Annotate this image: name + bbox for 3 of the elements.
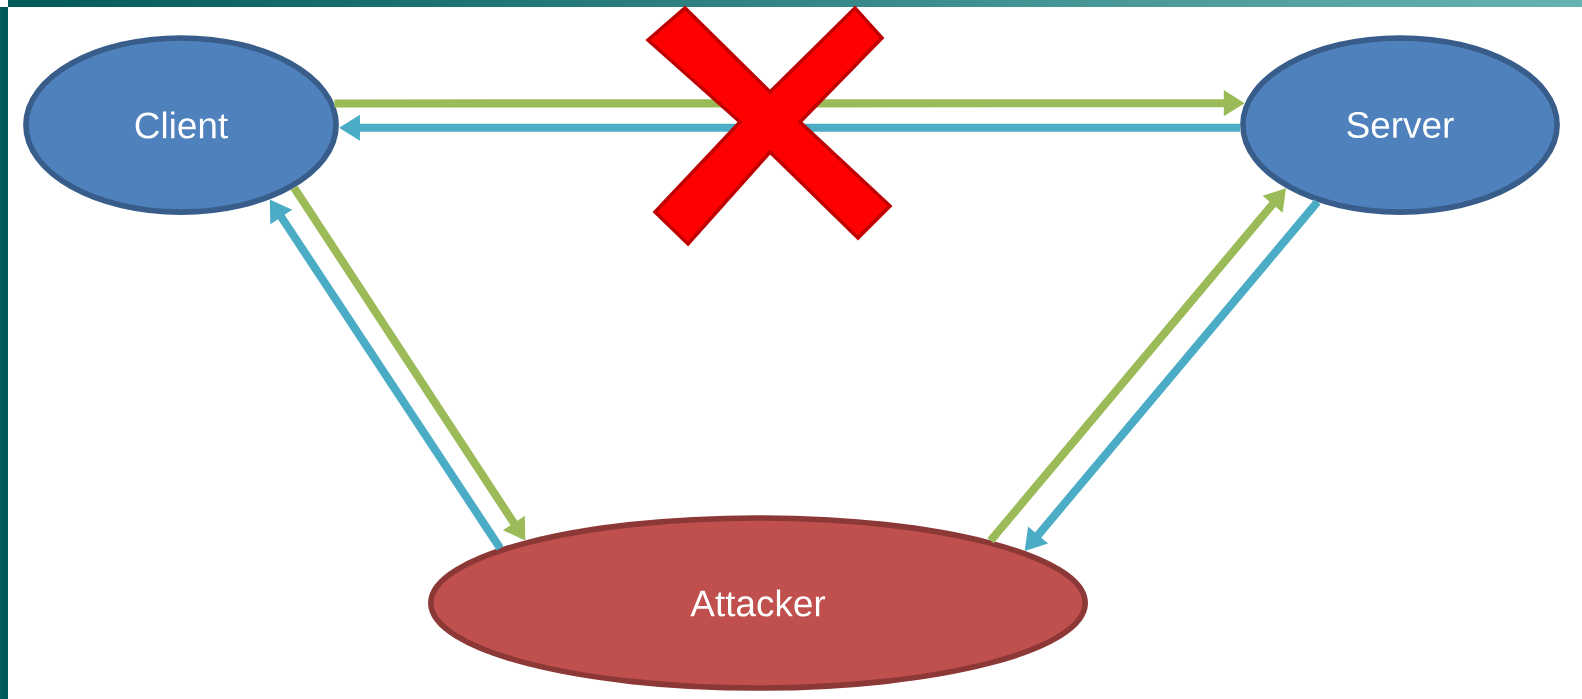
ellipse-node: Server — [1240, 35, 1560, 215]
ellipse-node: Client — [23, 35, 339, 215]
ellipse-node: Attacker — [428, 515, 1088, 691]
